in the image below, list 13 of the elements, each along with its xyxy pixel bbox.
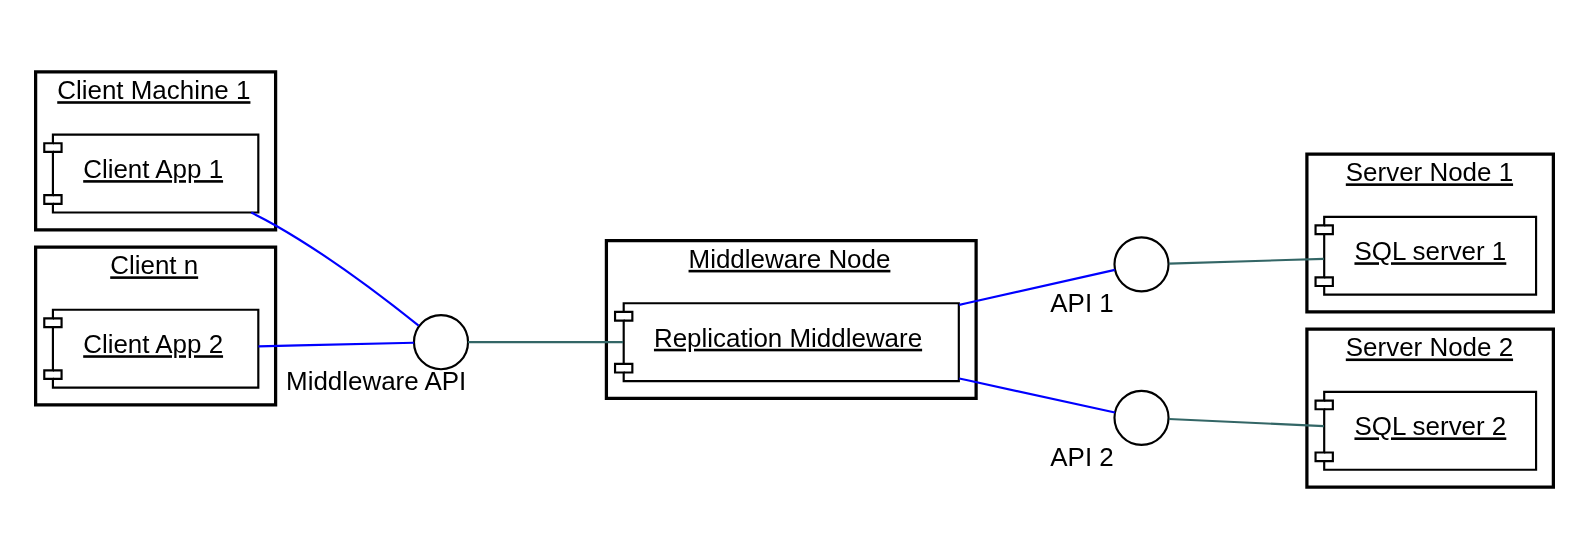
node-label: API 1 [1050,289,1114,318]
node-circle [1113,389,1170,446]
connector [468,341,624,344]
connector [250,211,420,327]
node-label: Middleware API [286,366,467,395]
node-circle [1113,236,1170,293]
connector [959,268,1116,306]
node-label: API 2 [1050,442,1114,471]
node-circle [412,314,470,371]
connector [959,377,1116,414]
connector [1168,417,1324,428]
connector [258,341,414,348]
connector [1168,257,1324,265]
